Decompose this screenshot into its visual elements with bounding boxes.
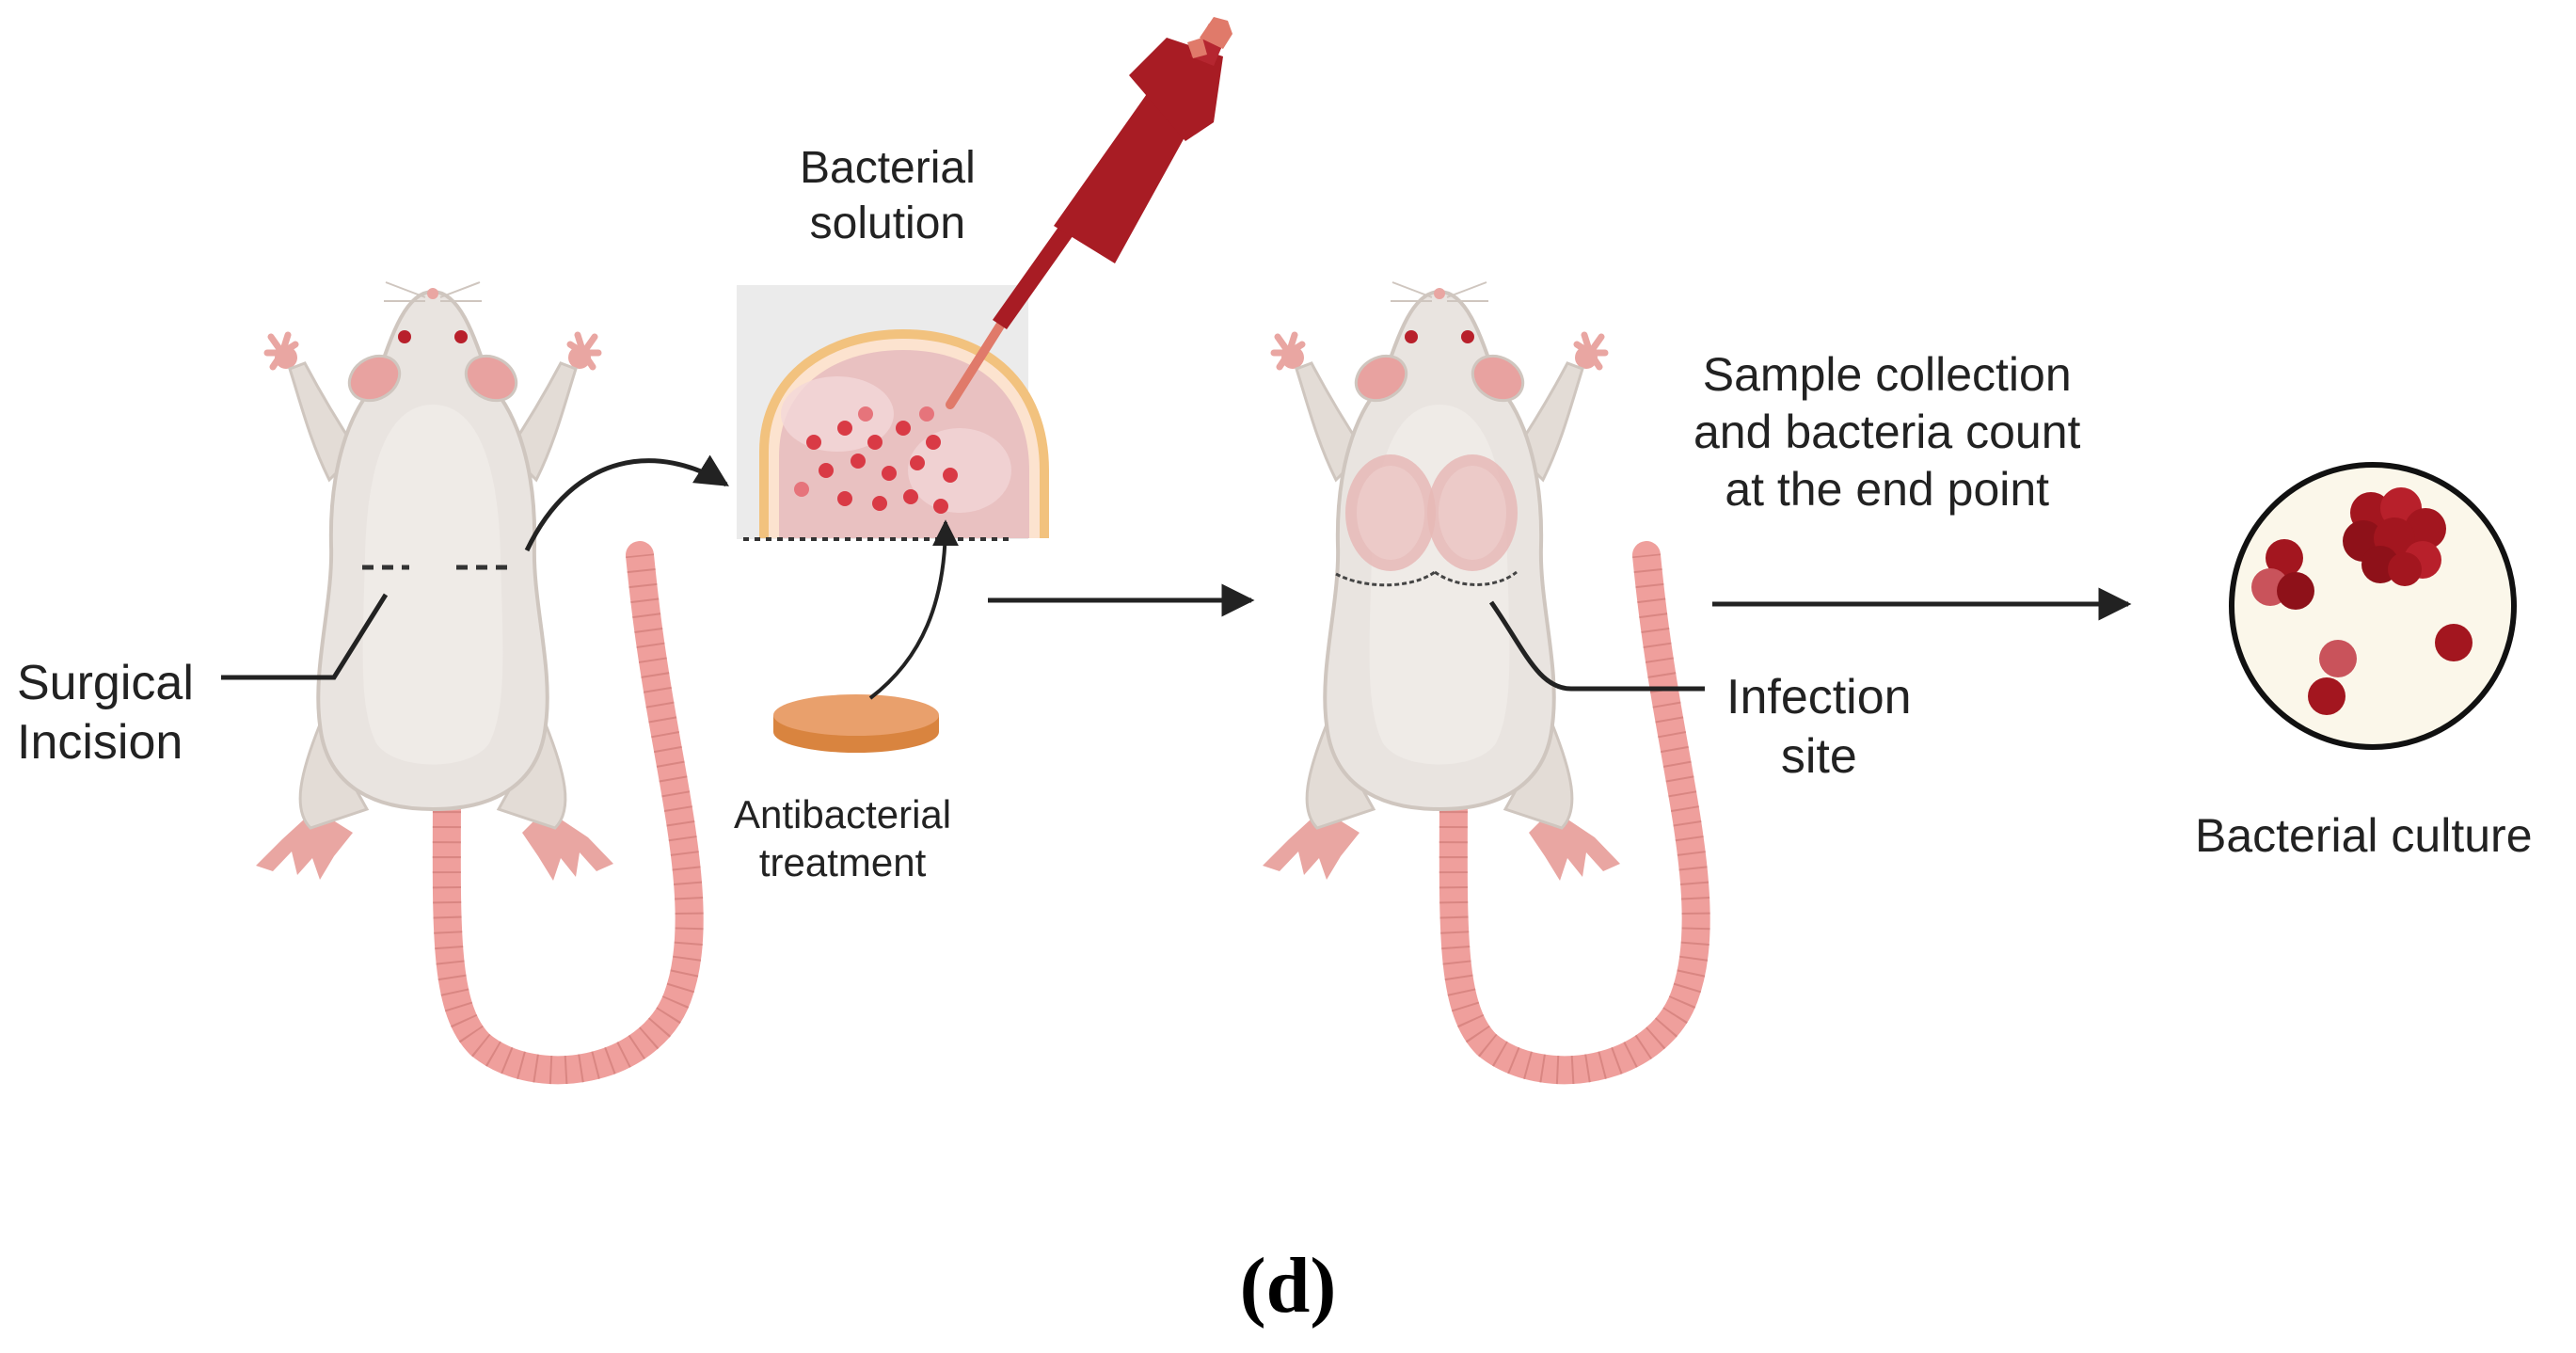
label-bacterial-culture: Bacterial culture bbox=[2195, 809, 2533, 862]
colony bbox=[2308, 677, 2345, 715]
label-sample-collection: Sample collection and bacteria count at … bbox=[1693, 348, 2081, 516]
colony-cluster-small bbox=[2251, 539, 2314, 610]
colony-cluster-large bbox=[2343, 487, 2446, 586]
label-antibacterial-treatment: Antibacterial treatment bbox=[734, 792, 952, 885]
arrow-incision-to-wound bbox=[524, 454, 729, 552]
label-infection-site: Infection site bbox=[1726, 670, 1912, 785]
rat-infected bbox=[1263, 282, 1696, 1070]
bacteria-dots bbox=[794, 406, 958, 514]
colony bbox=[2319, 640, 2357, 677]
label-surgical-incision: Surgical Incision bbox=[17, 656, 194, 771]
pipette-icon bbox=[946, 17, 1232, 409]
rat-before-infection bbox=[256, 282, 690, 1070]
infection-site-leader bbox=[1488, 600, 1705, 692]
wound-closeup bbox=[737, 285, 1049, 541]
arrow-treatment-to-wound bbox=[868, 519, 959, 700]
panel-label: (d) bbox=[1239, 1242, 1337, 1329]
label-bacterial-solution: Bacterial solution bbox=[800, 143, 976, 248]
surgical-incision-leader bbox=[221, 593, 389, 680]
antibacterial-disc-icon bbox=[773, 694, 939, 753]
petri-dish-icon bbox=[2229, 462, 2517, 750]
colony bbox=[2435, 624, 2473, 661]
